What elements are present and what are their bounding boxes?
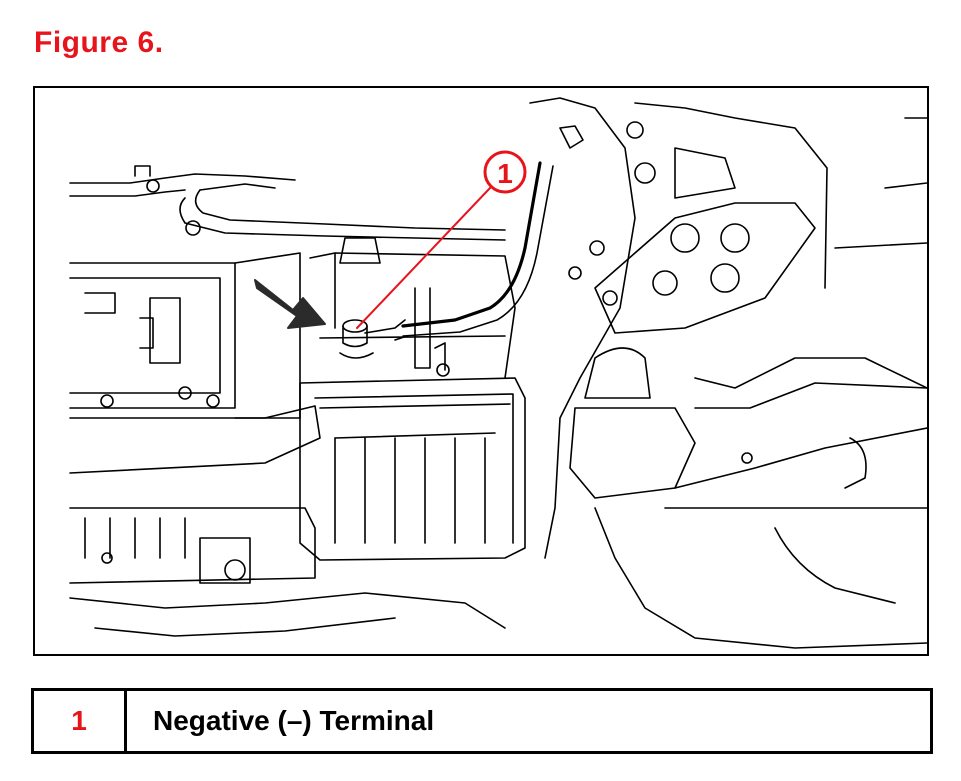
right-frame [529, 97, 927, 649]
left-housing [69, 252, 321, 474]
upper-hose [69, 165, 506, 241]
figure-title: Figure 6. [34, 26, 164, 59]
legend-label: Negative (–) Terminal [153, 705, 435, 736]
callout-circle: 1 [483, 150, 527, 194]
engine-bay-illustration: 1 [33, 86, 929, 656]
callout-leader [356, 187, 491, 329]
negative-terminal [339, 319, 408, 359]
legend-row: 1 Negative (–) Terminal [34, 691, 930, 751]
negative-cable [401, 161, 554, 337]
callout-number: 1 [497, 158, 513, 189]
pointer-arrow [254, 279, 326, 329]
lower-frame [69, 507, 506, 637]
battery [299, 237, 526, 561]
legend-number: 1 [34, 691, 127, 751]
legend-table: 1 Negative (–) Terminal [31, 688, 933, 754]
